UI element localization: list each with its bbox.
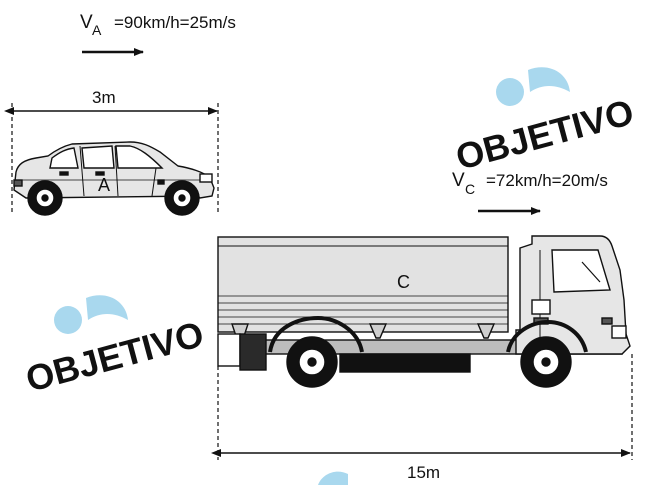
truck-velocity-symbol: V <box>452 170 465 191</box>
car-windshield <box>115 145 164 169</box>
truck-velocity-value: =72km/h=20m/s <box>486 171 608 190</box>
car-length-label: 3m <box>92 88 116 107</box>
watermark-text-top-right: OBJETIVO <box>451 91 637 178</box>
car-label: A <box>98 175 110 195</box>
truck-velocity-subscript: C <box>465 181 475 197</box>
watermark-logo-bottom <box>318 471 348 485</box>
car-velocity-symbol: V <box>80 12 93 33</box>
watermark-text-left: OBJETIVO <box>21 313 207 400</box>
car-front-wheel <box>164 180 200 216</box>
truck-rear-wheel <box>286 336 338 388</box>
truck-length-label: 15m <box>407 463 440 482</box>
car-front-window <box>81 145 115 169</box>
car-a <box>13 141 215 216</box>
car-rear-wheel <box>27 180 63 216</box>
truck-label: C <box>397 272 410 292</box>
car-rear-window <box>49 147 79 169</box>
truck-cargo-box <box>217 236 509 333</box>
watermark-logo-top-right: OBJETIVO <box>451 67 638 178</box>
truck-front-wheel <box>520 336 572 388</box>
car-velocity-value: =90km/h=25m/s <box>114 13 236 32</box>
car-velocity-subscript: A <box>92 22 102 38</box>
truck-cab-window <box>551 249 611 293</box>
truck-c <box>217 235 631 388</box>
watermark-logo-left: OBJETIVO <box>21 295 208 400</box>
